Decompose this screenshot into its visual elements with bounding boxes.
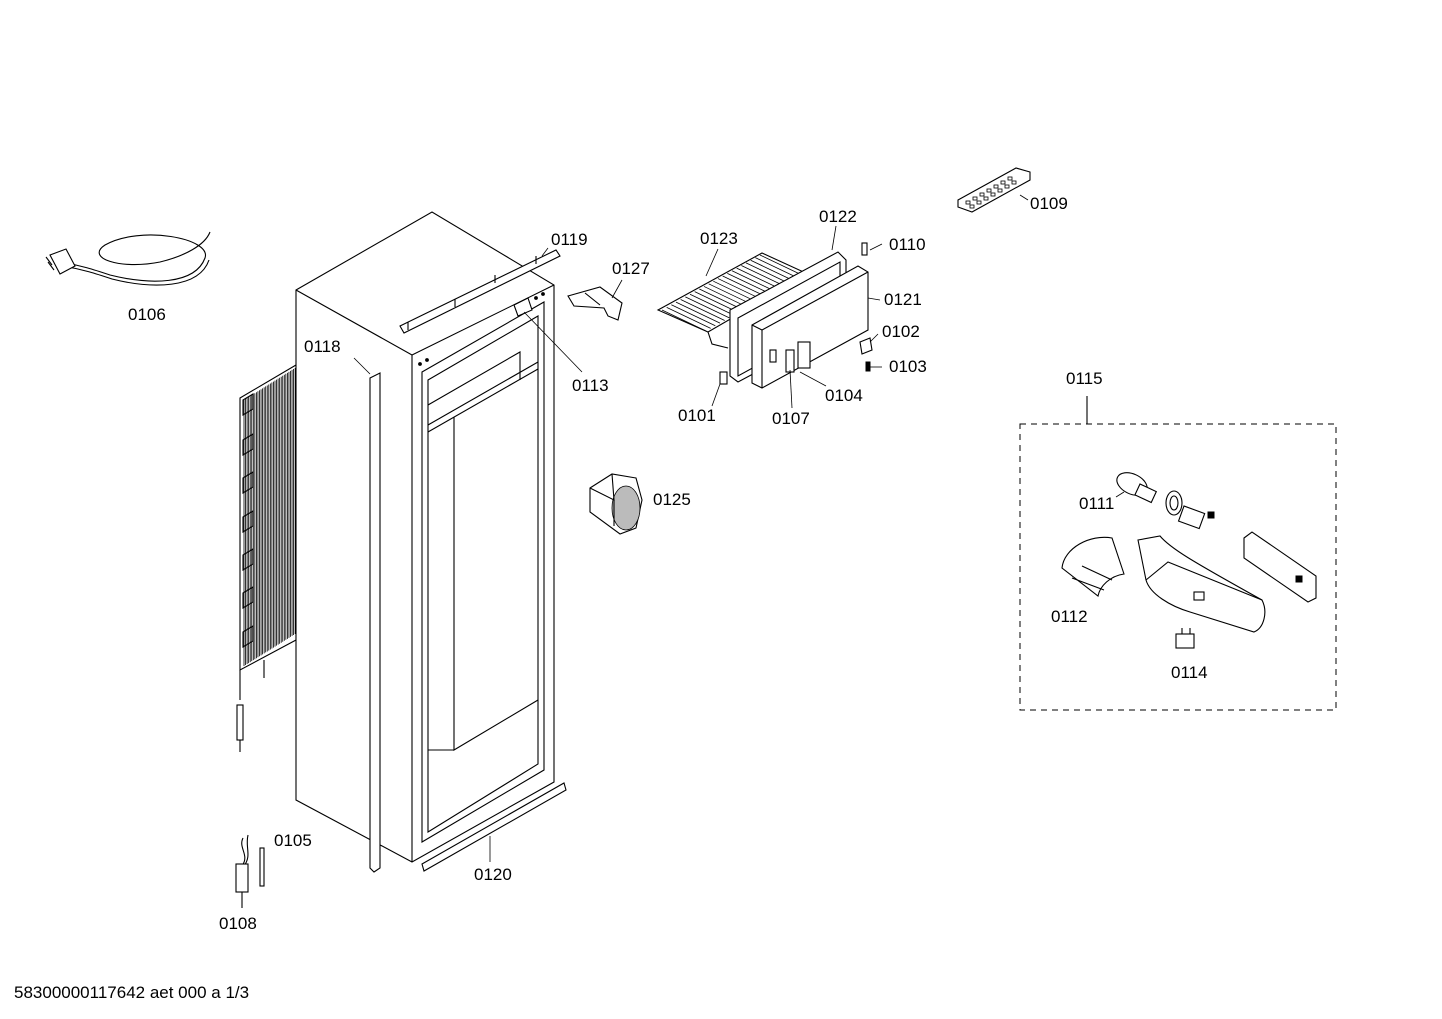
label-0102: 0102 bbox=[882, 322, 920, 341]
door-strip-part bbox=[369, 372, 381, 873]
label-0110: 0110 bbox=[889, 235, 926, 254]
lamp-bulb-part bbox=[1116, 472, 1215, 530]
lamp-housing-part bbox=[1137, 535, 1266, 633]
label-0127: 0127 bbox=[612, 259, 650, 278]
fan-cover-part bbox=[589, 473, 643, 535]
label-0105: 0105 bbox=[274, 831, 312, 850]
ice-tray-part bbox=[957, 167, 1031, 213]
cabinet-body-part bbox=[295, 211, 555, 863]
control-board-part bbox=[1243, 531, 1317, 603]
top-rail-part bbox=[399, 249, 561, 334]
label-0122: 0122 bbox=[819, 207, 857, 226]
sensor-part bbox=[259, 847, 265, 887]
hinge-part bbox=[513, 297, 533, 317]
label-0113: 0113 bbox=[572, 376, 609, 395]
lamp-assembly-box bbox=[1019, 396, 1337, 711]
label-0107: 0107 bbox=[772, 409, 810, 428]
label-0104: 0104 bbox=[825, 386, 863, 405]
lamp-cover-part bbox=[1061, 536, 1125, 597]
screw-0110-part bbox=[861, 242, 868, 256]
evaporator-grid-part bbox=[656, 252, 810, 349]
spacer-0101-part bbox=[719, 371, 728, 385]
leader-lines bbox=[353, 194, 1125, 862]
part-labels: 0106 0118 0119 0127 0113 0123 0122 0110 … bbox=[128, 194, 1208, 933]
label-0119: 0119 bbox=[551, 230, 588, 249]
evaporator-panel-part bbox=[751, 265, 869, 389]
condenser-part bbox=[236, 364, 297, 752]
label-0115: 0115 bbox=[1066, 369, 1103, 388]
label-0112: 0112 bbox=[1051, 607, 1088, 626]
label-0120: 0120 bbox=[474, 865, 512, 884]
label-0114: 0114 bbox=[1171, 663, 1208, 682]
label-0103: 0103 bbox=[889, 357, 927, 376]
power-cord-part bbox=[45, 231, 211, 286]
label-0101: 0101 bbox=[678, 406, 716, 425]
bracket-part bbox=[567, 286, 623, 321]
bottom-strip-part bbox=[421, 782, 567, 872]
screw-0103-part bbox=[865, 361, 871, 372]
label-0106: 0106 bbox=[128, 305, 166, 324]
document-footer: 58300000117642 aet 000 a 1/3 bbox=[14, 983, 249, 1002]
label-0123: 0123 bbox=[700, 229, 738, 248]
label-0109: 0109 bbox=[1030, 194, 1068, 213]
label-0108: 0108 bbox=[219, 914, 257, 933]
thermostat-part bbox=[235, 834, 249, 908]
label-0125: 0125 bbox=[653, 490, 691, 509]
label-0121: 0121 bbox=[884, 290, 922, 309]
clip-0102-part bbox=[859, 337, 873, 355]
label-0118: 0118 bbox=[304, 337, 341, 356]
label-0111: 0111 bbox=[1079, 494, 1114, 513]
connector-part bbox=[1175, 628, 1195, 649]
